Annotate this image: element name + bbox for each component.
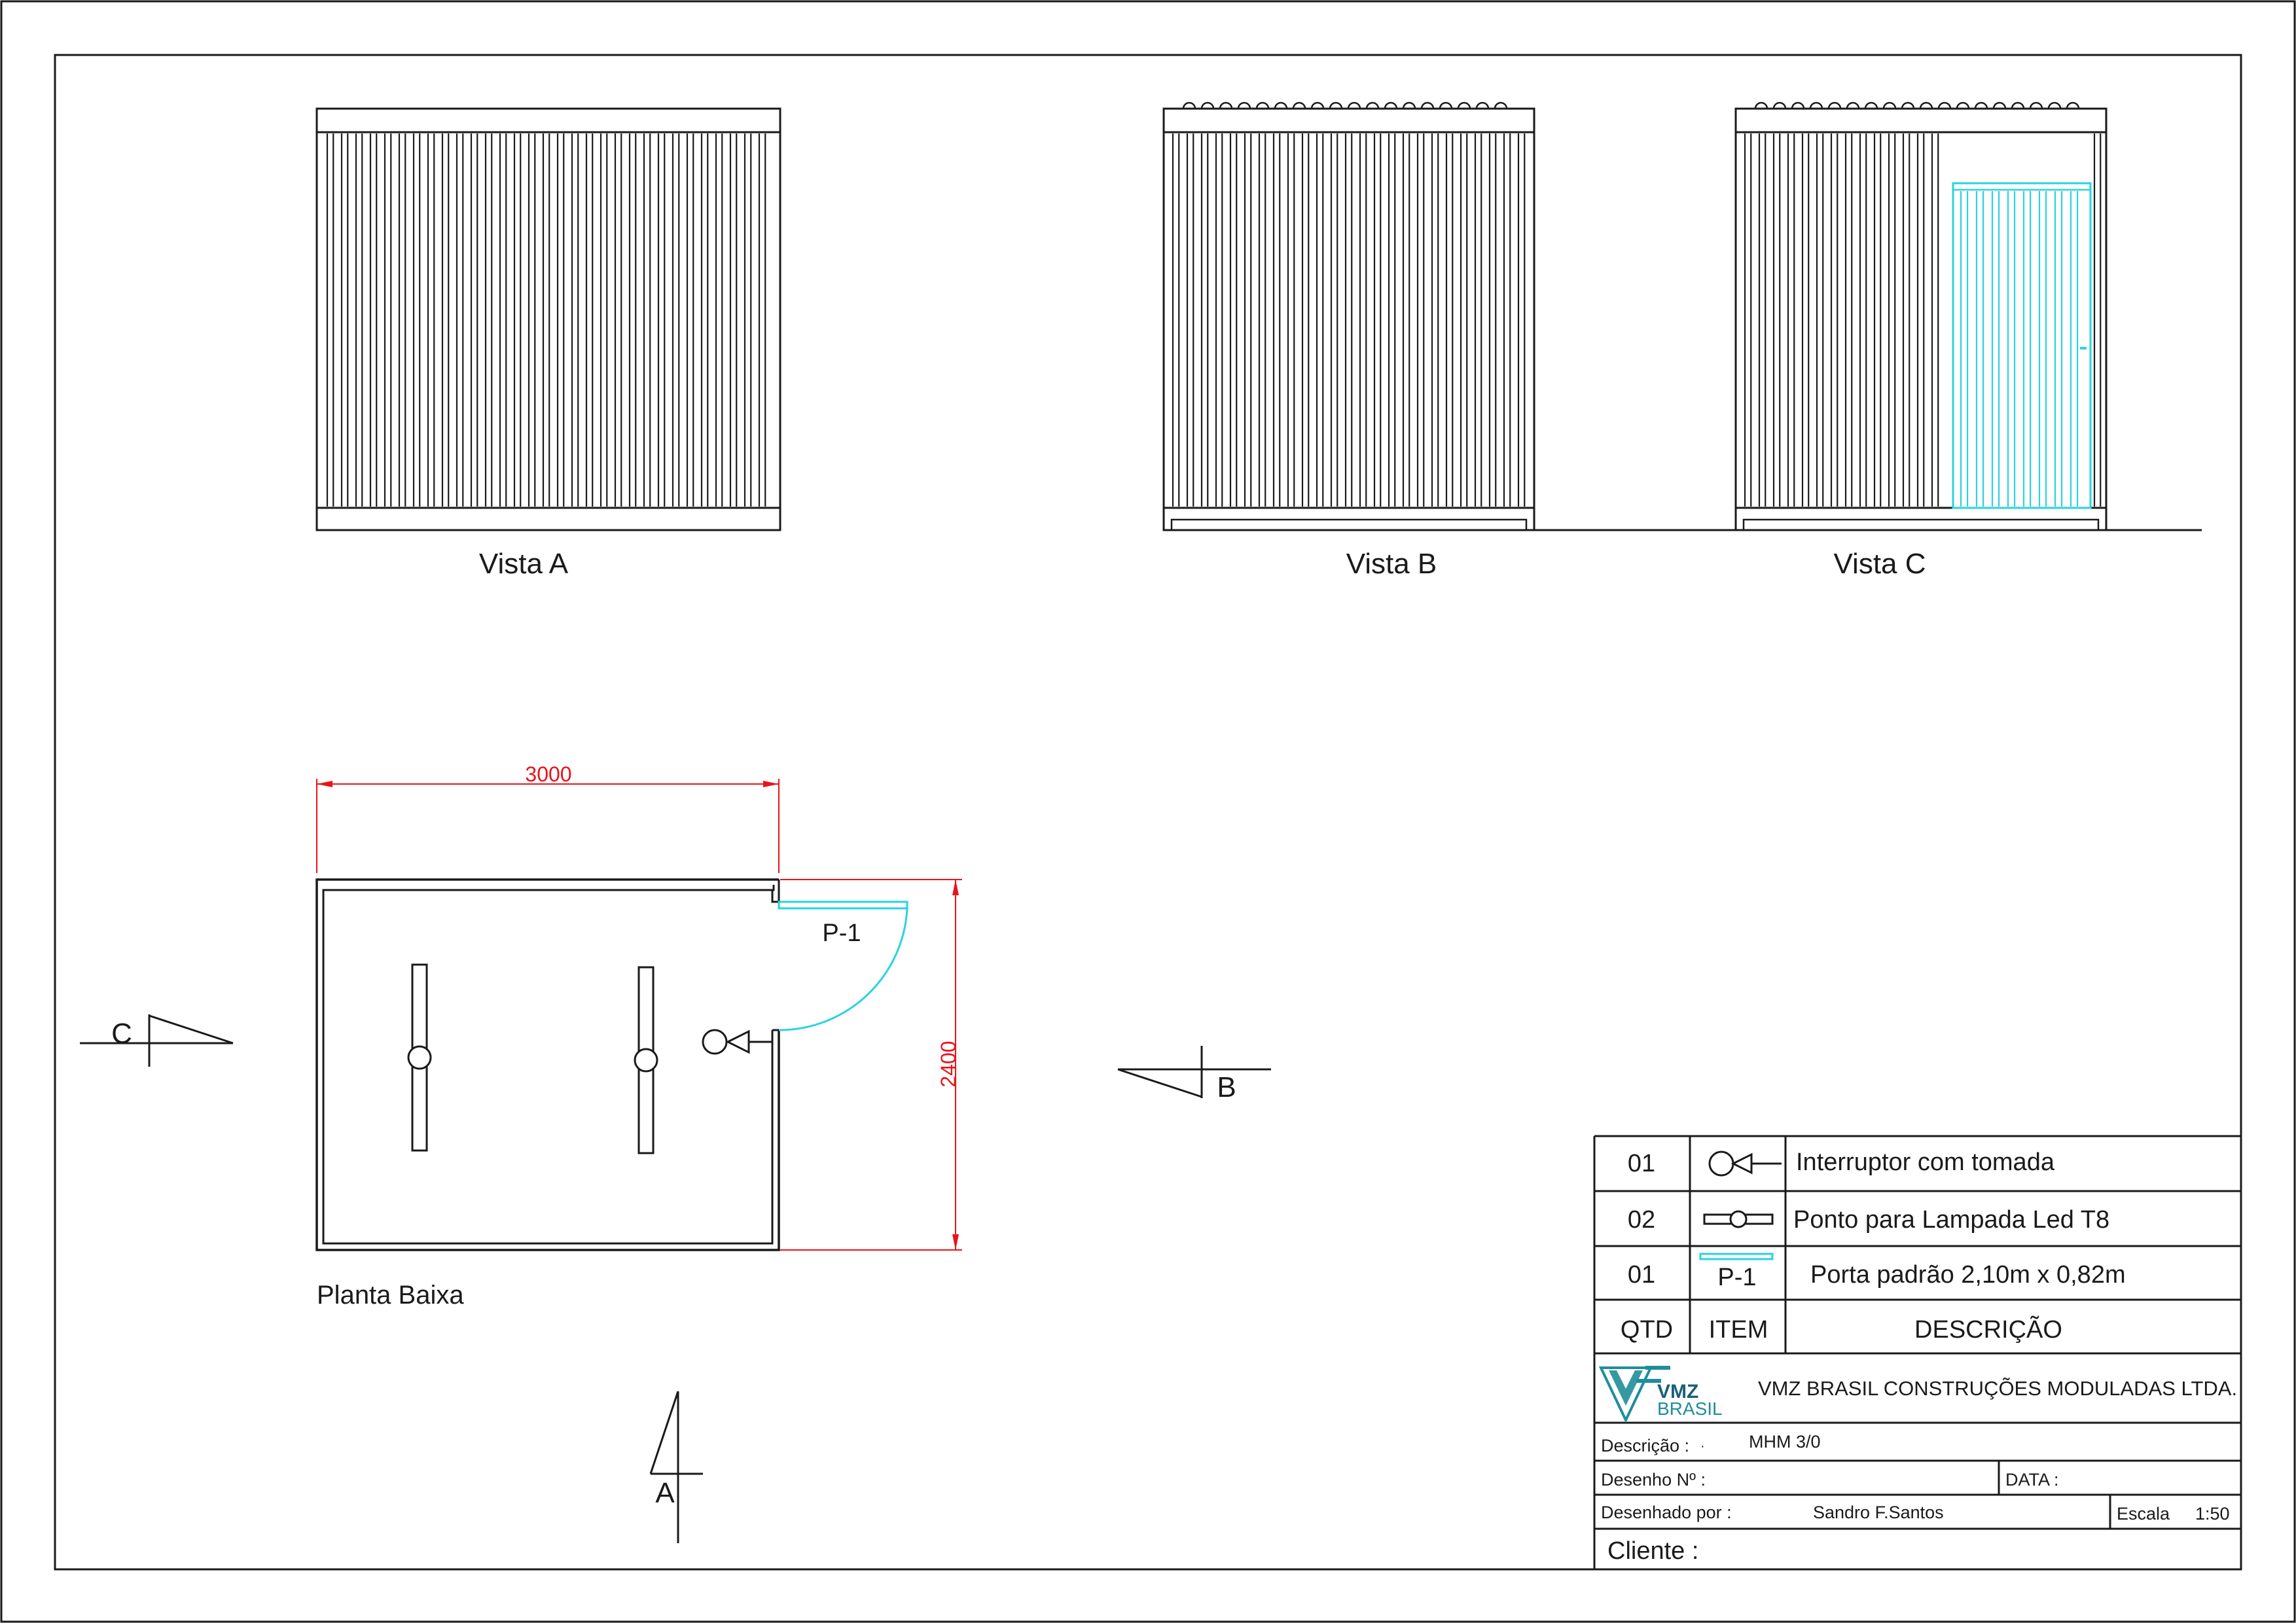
switch-outlet-icon bbox=[1708, 1150, 1782, 1177]
legend-row-3-item: P-1 bbox=[1717, 1264, 1756, 1291]
descricao-value: MHM 3/0 bbox=[1749, 1432, 1821, 1452]
vista-c-door bbox=[1952, 182, 2092, 509]
descricao-dot: · bbox=[1700, 1439, 1705, 1454]
section-marker-b bbox=[1117, 1046, 1271, 1098]
escala-value: 1:50 bbox=[2195, 1504, 2230, 1524]
drawing-frame bbox=[54, 54, 2242, 1571]
cliente-label: Cliente : bbox=[1607, 1537, 1698, 1565]
logo-text-bottom: BRASIL bbox=[1657, 1399, 1723, 1419]
vista-b-elevation bbox=[1162, 101, 1535, 531]
vista-a-elevation bbox=[315, 107, 781, 531]
led-lamp-1 bbox=[407, 963, 432, 1152]
door-p1-symbol bbox=[778, 901, 908, 1031]
vista-b-corrugation bbox=[1172, 134, 1526, 507]
vista-a-label: Vista A bbox=[479, 548, 569, 580]
vista-b-roof-profile bbox=[1182, 101, 1508, 109]
section-marker-c-label: C bbox=[111, 1018, 132, 1050]
desenhado-label: Desenhado por : bbox=[1601, 1503, 1732, 1522]
company-name: VMZ BRASIL CONSTRUÇÕES MODULADAS LTDA. bbox=[1758, 1377, 2237, 1400]
vista-c-elevation bbox=[1734, 101, 2108, 531]
vista-c-label: Vista C bbox=[1833, 548, 1926, 580]
vmz-logo bbox=[1598, 1366, 1670, 1423]
legend-header-item: ITEM bbox=[1709, 1316, 1768, 1344]
legend-header-qtd: QTD bbox=[1621, 1316, 1673, 1344]
section-marker-c bbox=[80, 1014, 234, 1067]
door-tag: P-1 bbox=[822, 919, 861, 947]
door-icon bbox=[1699, 1253, 1774, 1260]
led-lamp-2 bbox=[634, 966, 658, 1154]
legend-row-2-descricao: Ponto para Lampada Led T8 bbox=[1793, 1206, 2109, 1234]
desenhado-value: Sandro F.Santos bbox=[1813, 1503, 1944, 1522]
section-marker-b-label: B bbox=[1217, 1071, 1236, 1103]
logo-text-top: VMZ bbox=[1657, 1381, 1698, 1402]
dimension-depth-label: 2400 bbox=[937, 1041, 960, 1087]
escala-label: Escala bbox=[2117, 1504, 2170, 1524]
legend-row-3-descricao: Porta padrão 2,10m x 0,82m bbox=[1810, 1261, 2126, 1289]
data-label: DATA : bbox=[2005, 1470, 2059, 1489]
legend-row-1-descricao: Interruptor com tomada bbox=[1796, 1149, 2055, 1176]
legend-header-descricao: DESCRIÇÃO bbox=[1914, 1315, 2062, 1344]
legend-table bbox=[1593, 1135, 2241, 1569]
dimension-width-label: 3000 bbox=[525, 762, 571, 786]
legend-row-3-qtd: 01 bbox=[1628, 1261, 1655, 1289]
descricao-label: Descrição : bbox=[1601, 1436, 1689, 1455]
vista-b-label: Vista B bbox=[1346, 548, 1437, 580]
legend-row-1-qtd: 01 bbox=[1628, 1150, 1655, 1177]
switch-outlet-symbol bbox=[702, 1029, 772, 1055]
vista-c-corrugation bbox=[1744, 134, 2102, 507]
vista-a-corrugation bbox=[326, 134, 766, 507]
dimension-depth bbox=[780, 879, 962, 1251]
led-lamp-icon bbox=[1703, 1210, 1774, 1228]
floor-plan: P-1 3000 bbox=[315, 762, 962, 1251]
desenho-label: Desenho Nº : bbox=[1601, 1470, 1706, 1489]
section-marker-a-label: A bbox=[655, 1477, 675, 1509]
title-block bbox=[1594, 1421, 2241, 1530]
vista-c-roof-profile bbox=[1754, 101, 2080, 109]
dimension-width bbox=[316, 779, 780, 873]
plan-title: Planta Baixa bbox=[317, 1281, 464, 1310]
legend-row-2-qtd: 02 bbox=[1628, 1206, 1655, 1234]
section-marker-a bbox=[649, 1391, 703, 1543]
